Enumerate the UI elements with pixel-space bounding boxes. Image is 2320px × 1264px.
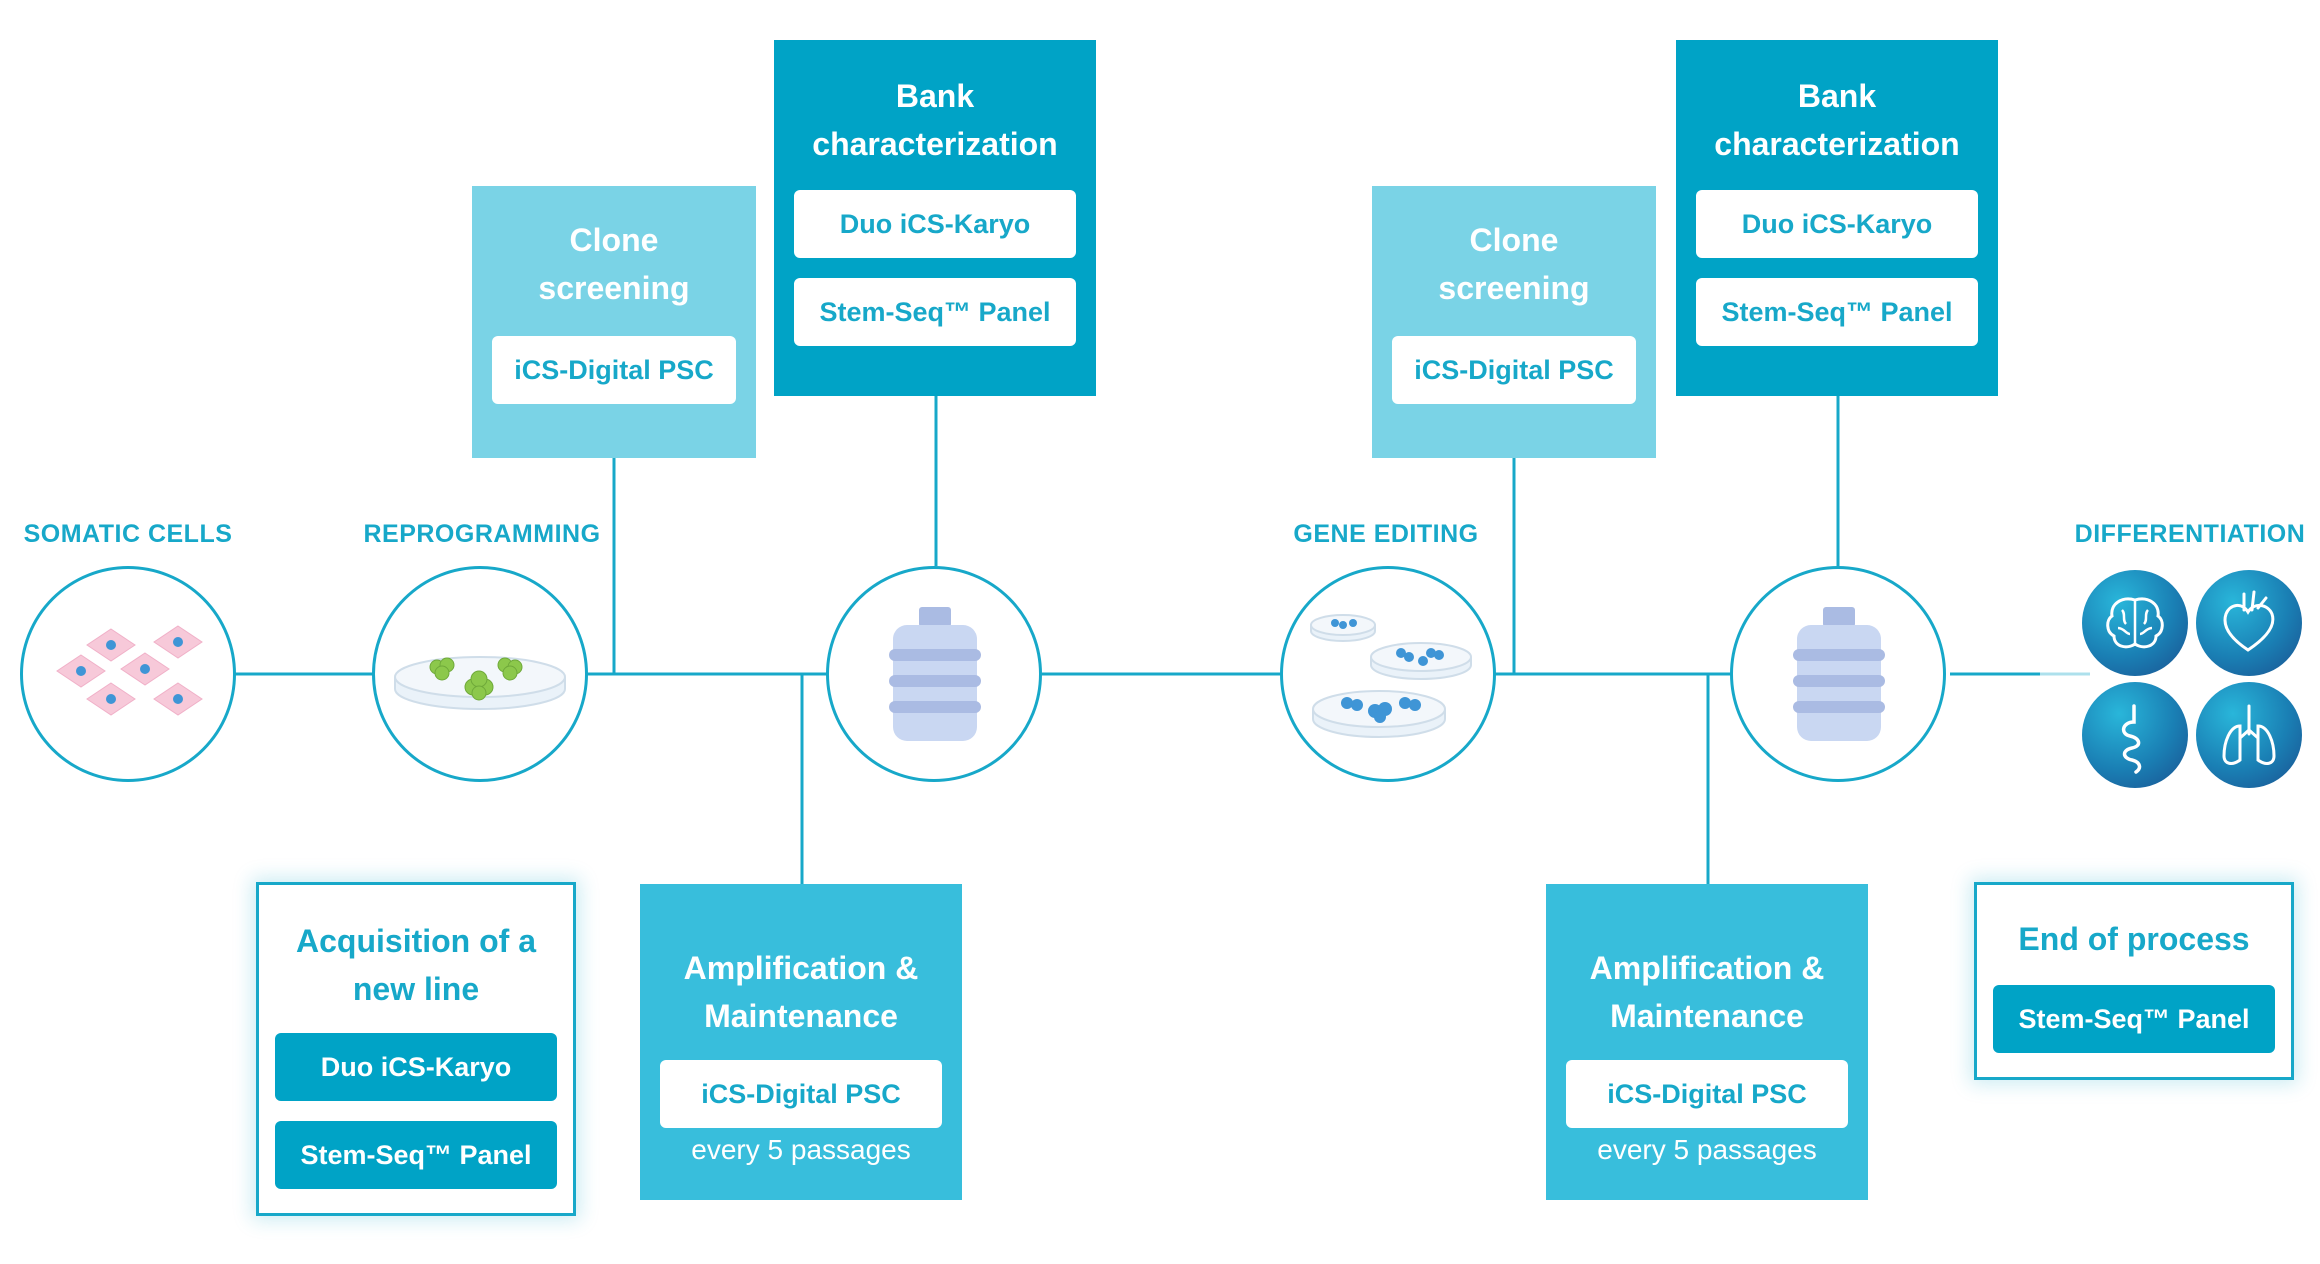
somatic-cells-icon	[56, 625, 203, 716]
bank-characterization-card-left: Bank characterization Duo iCS-Karyo Stem…	[774, 40, 1096, 396]
stage-label-differentiation: DIFFERENTIATION	[2074, 520, 2306, 548]
clone-screening-card-right: Clone screening iCS-Digital PSC	[1372, 186, 1656, 458]
lungs-icon	[2222, 704, 2276, 765]
test-pill-stem-seq-panel: Stem-Seq™ Panel	[1696, 278, 1978, 346]
reprogramming-node	[372, 566, 588, 782]
lungs-organ	[2196, 682, 2302, 788]
bank-characterization-title: Bank characterization	[812, 78, 1058, 162]
test-pill-stem-seq-panel: Stem-Seq™ Panel	[794, 278, 1076, 346]
clone-screening-title: Clone screening	[1438, 222, 1590, 306]
frequency-note: every 5 passages	[691, 1134, 911, 1165]
amplification-title: Amplification & Maintenance	[683, 950, 919, 1034]
gene-editing-node	[1280, 566, 1496, 782]
amplification-card-right: Amplification & Maintenance iCS-Digital …	[1546, 884, 1868, 1200]
petri-dish-green-icon	[394, 656, 566, 710]
intestine-organ	[2082, 682, 2188, 788]
brain-organ	[2082, 570, 2188, 676]
clone-screening-card-left: Clone screening iCS-Digital PSC	[472, 186, 756, 458]
petri-dishes-blue-icon	[1310, 614, 1472, 738]
test-pill-stem-seq-panel: Stem-Seq™ Panel	[275, 1121, 557, 1189]
bank-characterization-card-right: Bank characterization Duo iCS-Karyo Stem…	[1676, 40, 1998, 396]
acquisition-title: Acquisition of a new line	[296, 923, 536, 1007]
test-pill-ics-digital-psc: iCS-Digital PSC	[1566, 1060, 1848, 1128]
test-pill-ics-digital-psc: iCS-Digital PSC	[660, 1060, 942, 1128]
test-pill-duo-ics-karyo: Duo iCS-Karyo	[1696, 190, 1978, 258]
acquisition-card: Acquisition of a new line Duo iCS-Karyo …	[256, 882, 576, 1216]
test-pill-duo-ics-karyo: Duo iCS-Karyo	[275, 1033, 557, 1101]
end-of-process-title: End of process	[2018, 921, 2250, 957]
intestine-icon	[2121, 704, 2142, 774]
amplification-title: Amplification & Maintenance	[1589, 950, 1825, 1034]
heart-organ	[2196, 570, 2302, 676]
clone-screening-title: Clone screening	[538, 222, 690, 306]
somatic-cells-node	[20, 566, 236, 782]
amplification-card-left: Amplification & Maintenance iCS-Digital …	[640, 884, 962, 1200]
test-pill-stem-seq-panel: Stem-Seq™ Panel	[1993, 985, 2275, 1053]
brain-icon	[2106, 597, 2164, 649]
stage-label-somatic-cells: SOMATIC CELLS	[23, 520, 233, 548]
stage-label-reprogramming: REPROGRAMMING	[363, 520, 601, 548]
stage-label-gene-editing: GENE EDITING	[1293, 520, 1479, 548]
cell-bank-node-left	[826, 566, 1042, 782]
heart-icon	[2223, 590, 2275, 652]
frequency-note: every 5 passages	[1597, 1134, 1817, 1165]
test-pill-ics-digital-psc: iCS-Digital PSC	[1392, 336, 1636, 404]
bank-characterization-title: Bank characterization	[1714, 78, 1960, 162]
test-pill-ics-digital-psc: iCS-Digital PSC	[492, 336, 736, 404]
cell-bank-node-right	[1730, 566, 1946, 782]
test-pill-duo-ics-karyo: Duo iCS-Karyo	[794, 190, 1076, 258]
end-of-process-card: End of process Stem-Seq™ Panel	[1974, 882, 2294, 1080]
cell-bank-bottle-icon	[1793, 607, 1885, 741]
cell-bank-bottle-icon	[889, 607, 981, 741]
